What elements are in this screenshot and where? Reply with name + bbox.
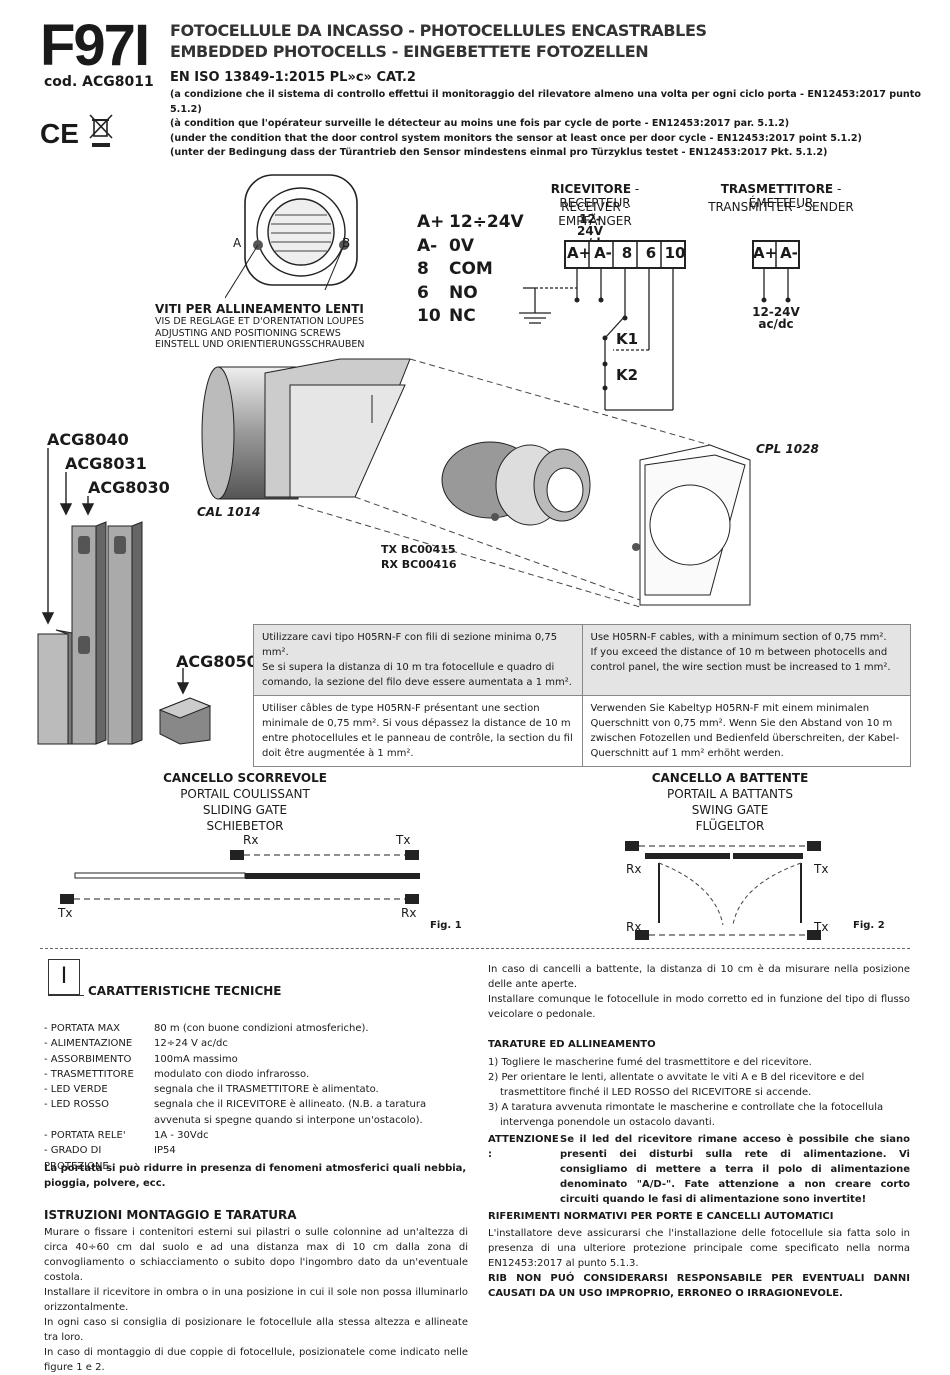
- terminal-row: A+12÷24V: [417, 212, 524, 232]
- ce-mark: CE: [40, 118, 79, 149]
- install-title: ISTRUZIONI MONTAGGIO E TARATURA: [44, 1208, 297, 1222]
- title-block: FOTOCELLULE DA INCASSO - PHOTOCELLULES E…: [170, 20, 707, 62]
- swing-rx-top: Rx: [626, 862, 642, 876]
- lens-line: ADJUSTING AND POSITIONING SCREWS: [155, 327, 341, 339]
- swing-tx-bottom: Tx: [814, 920, 829, 934]
- attention-block: ATTENZIONE : Se il led del ricevitore ri…: [488, 1132, 910, 1207]
- cable-info-en: Use H05RN-F cables, with a minimum secti…: [581, 624, 911, 696]
- transmitter-wiring: [752, 240, 800, 303]
- align-steps: 1) Togliere le mascherine fumé del trasm…: [488, 1057, 884, 1128]
- sliding-gate-diagram: [60, 850, 420, 904]
- lens-lines: VIS DE REGLAGE ET D'ORENTATION LOUPES AD…: [155, 316, 365, 351]
- lens-diagram: [225, 174, 358, 299]
- part-acg8050: ACG8050: [176, 652, 258, 671]
- cable-info-fr: Utiliser câbles de type H05RN-F présenta…: [253, 695, 583, 767]
- tech-note: La portata si può ridurre in presenza di…: [44, 1163, 467, 1189]
- tech-title: CARATTERISTICHE TECNICHE: [88, 984, 282, 998]
- part-cpl: CPL 1028: [756, 442, 819, 456]
- title-line: FOTOCELLULE DA INCASSO - PHOTOCELLULES E…: [170, 21, 707, 40]
- condition-line: (under the condition that the door contr…: [170, 132, 862, 144]
- ref-title: RIFERIMENTI NORMATIVI PER PORTE E CANCEL…: [488, 1211, 834, 1222]
- fig2-label: Fig. 2: [853, 920, 885, 931]
- fig1-label: Fig. 1: [430, 920, 462, 931]
- condition-line: (unter der Bedingung dass der Türantrieb…: [170, 147, 828, 158]
- sliding-tx-top: Tx: [396, 833, 411, 847]
- attention-text: Se il led del ricevitore rimane acceso è…: [560, 1134, 910, 1205]
- weee-bin-icon: [89, 114, 113, 147]
- screw-a-label: A: [233, 236, 242, 250]
- receiver-title: RICEVITORE - RECEPTEUR: [550, 182, 640, 210]
- screw-b-label: B: [342, 236, 351, 250]
- conditions-block: (a condizione che il sistema di controll…: [170, 88, 950, 161]
- lens-line: VIS DE REGLAGE ET D'ORENTATION LOUPES: [155, 316, 364, 327]
- sliding-rx-bottom: Rx: [401, 906, 417, 920]
- exploded-view: [201, 358, 751, 608]
- part-acg8031: ACG8031: [65, 454, 147, 473]
- condition-line: (à condition que l'opérateur surveille l…: [170, 118, 790, 129]
- spec-row: - PORTATA RELE'1A - 30Vdc: [44, 1130, 209, 1142]
- cable-info-de: Verwenden Sie Kabeltyp H05RN-F mit einem…: [581, 695, 911, 767]
- language-underline: [48, 995, 84, 996]
- receiver-pins: A+ A- 8 6 10: [567, 244, 686, 262]
- receiver-wiring: [519, 240, 686, 411]
- model-name: F97I: [40, 13, 150, 78]
- sliding-tx-bottom: Tx: [58, 906, 73, 920]
- swing-gate-title: CANCELLO A BATTENTE PORTAIL A BATTANTS S…: [651, 771, 809, 833]
- cable-info-it: Utilizzare cavi tipo H05RN-F con fili di…: [253, 624, 583, 696]
- attention-label: ATTENZIONE :: [488, 1134, 559, 1160]
- transmitter-title: TRASMETTITORE - ÉMETTEUR: [720, 182, 842, 210]
- product-code: cod. ACG8011: [44, 74, 154, 90]
- terminal-row: A-0V: [417, 235, 474, 256]
- columns-illustration: [37, 448, 212, 745]
- relay-k1: K1: [616, 330, 639, 348]
- lens-title: VITI PER ALLINEAMENTO LENTI: [155, 302, 364, 316]
- ref-text: L'installatore deve assicurarsi che l'in…: [488, 1228, 910, 1269]
- part-cal: CAL 1014: [197, 505, 261, 519]
- norm-line: EN ISO 13849-1:2015 PL»c» CAT.2: [170, 70, 416, 85]
- receiver-subtitle: RECEIVER - EMPFÄNGER: [558, 200, 632, 228]
- sliding-gate-title: CANCELLO SCORREVOLE PORTAIL COULISSANT S…: [163, 771, 327, 833]
- right-intro: In caso di cancelli a battente, la dista…: [488, 964, 910, 1020]
- part-acg8030: ACG8030: [88, 478, 170, 497]
- section-divider: [40, 948, 910, 949]
- align-title: TARATURE ED ALLINEAMENTO: [488, 1039, 656, 1050]
- transmitter-pins: A+ A-: [753, 244, 798, 262]
- disclaimer: RIB NON PUÓ CONSIDERARSI RESPONSABILE PE…: [488, 1273, 910, 1299]
- relay-k2: K2: [616, 366, 639, 384]
- language-box: I: [48, 959, 80, 995]
- condition-line: (a condizione che il sistema di controll…: [170, 89, 921, 115]
- part-acg8040: ACG8040: [47, 430, 129, 449]
- swing-tx-top: Tx: [814, 862, 829, 876]
- swing-rx-bottom: Rx: [626, 920, 642, 934]
- title-line: EMBEDDED PHOTOCELLS - EINGEBETTETE FOTOZ…: [170, 42, 649, 61]
- lens-line: EINSTELL UND ORIENTIERUNGSSCHRAUBEN: [155, 339, 365, 350]
- transmitter-subtitle: TRANSMITTER - SENDER: [708, 200, 854, 214]
- swing-gate-diagram: [625, 841, 821, 940]
- sliding-rx-top: Rx: [243, 833, 259, 847]
- cable-info-table: Utilizzare cavi tipo H05RN-F con fili di…: [253, 624, 911, 767]
